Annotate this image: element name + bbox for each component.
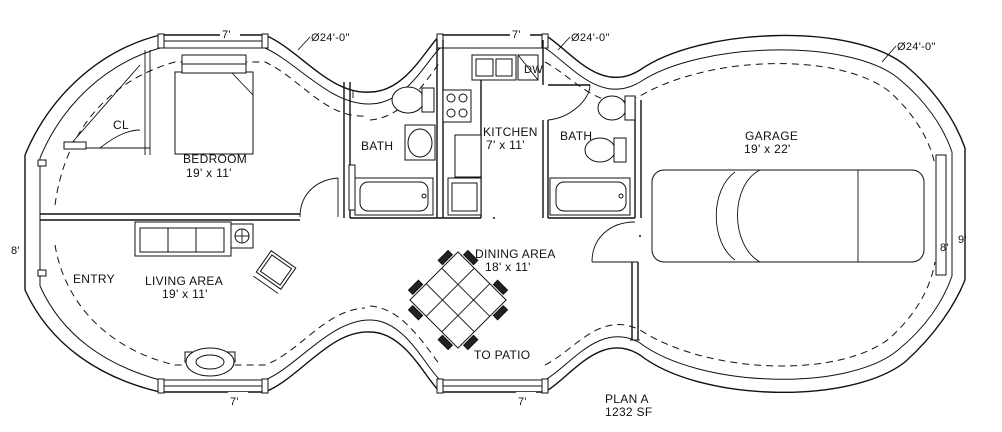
- dim-right-end: 9': [958, 234, 967, 246]
- entry-label: ENTRY: [73, 272, 115, 286]
- dim-top-left: 7': [222, 29, 231, 41]
- bedroom-label: BEDROOM: [183, 152, 247, 166]
- living-area-size: 19' x 11': [162, 287, 208, 301]
- bath2-label: BATH: [560, 129, 592, 143]
- closet-label: CL: [113, 118, 129, 132]
- car: [651, 169, 925, 263]
- dome-diameter-label: Ø24'-0": [897, 41, 936, 53]
- kitchen-size: 7' x 11': [486, 138, 525, 152]
- room-labels: CL BEDROOM 19' x 11' BATH KITCHEN 7' x 1…: [73, 64, 798, 419]
- bedroom-size: 19' x 11': [186, 166, 232, 180]
- bath2-fixtures: [549, 95, 636, 216]
- dim-bottom-mid: 7': [518, 396, 527, 408]
- dome-diameter-label: Ø24'-0": [571, 32, 610, 44]
- kitchen-fixtures: [442, 54, 539, 216]
- kitchen-label: KITCHEN: [483, 125, 538, 139]
- garage-size: 19' x 22': [744, 142, 791, 156]
- living-area-label: LIVING AREA: [145, 274, 223, 288]
- dimension-labels: 7' 7' 7' 7' Ø24'-0" Ø24'-0" Ø24'-0" 8' 8…: [11, 28, 967, 408]
- plan-name: PLAN A: [605, 392, 649, 406]
- dome-diameter-label: Ø24'-0": [311, 32, 350, 44]
- patio-label: TO PATIO: [474, 348, 530, 362]
- dining-area-size: 18' x 11': [485, 260, 531, 274]
- dining-table: [407, 249, 509, 351]
- dim-left-end: 8': [11, 245, 20, 257]
- bath1-fixtures: [354, 86, 436, 216]
- dishwasher-label: DW: [524, 64, 543, 76]
- dim-top-mid: 7': [512, 29, 521, 41]
- dining-area-label: DINING AREA: [475, 247, 556, 261]
- wall-openings: [37, 33, 549, 394]
- bath1-label: BATH: [361, 139, 393, 153]
- living-furniture: [134, 221, 297, 377]
- bed: [174, 54, 254, 155]
- plan-area: 1232 SF: [605, 405, 652, 419]
- dim-bottom-left: 7': [230, 396, 239, 408]
- garage-label: GARAGE: [745, 129, 798, 143]
- dim-garage-door: 8': [940, 242, 949, 254]
